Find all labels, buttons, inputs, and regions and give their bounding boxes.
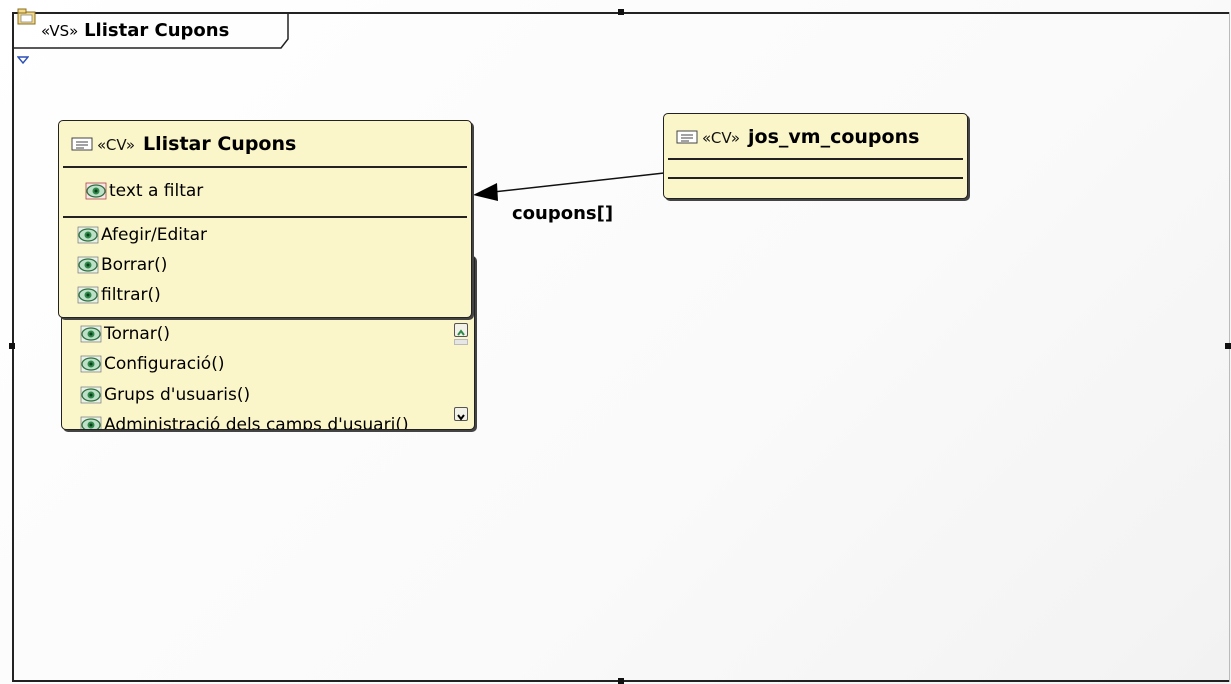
scroll-up-button[interactable] [454, 323, 468, 337]
class-stereotype: «CV» [97, 136, 136, 154]
member-eye-icon [77, 286, 99, 304]
member-eye-icon [80, 386, 102, 404]
list-item[interactable]: filtrar() [77, 285, 161, 305]
resize-handle-right[interactable] [1225, 343, 1231, 349]
attribute-eye-icon [85, 182, 107, 200]
member-eye-icon [80, 355, 102, 373]
member-eye-icon [80, 325, 102, 343]
chevron-down-icon [457, 414, 465, 421]
member-eye-icon [80, 416, 102, 429]
scrollbar-thumb[interactable] [454, 339, 468, 345]
class-stereotype: «CV» [702, 129, 741, 147]
list-item[interactable]: Configuració() [80, 354, 224, 374]
attribute-item[interactable]: text a filtar [85, 181, 203, 201]
class-header: «CV» Llistar Cupons [71, 133, 471, 155]
member-eye-icon [77, 226, 99, 244]
class-view-icon [71, 137, 93, 151]
list-item[interactable]: Grups d'usuaris() [80, 385, 250, 405]
class-llistar-cupons[interactable]: «CV» Llistar Cupons text a filtar Afegir/… [58, 120, 472, 318]
operation-label: Administració dels camps d'usuari() [104, 415, 409, 430]
list-item[interactable]: Administració dels camps d'usuari() [80, 415, 409, 430]
class-jos-vm-coupons[interactable]: «CV» jos_vm_coupons [663, 113, 968, 199]
frame-tab-shape [13, 13, 289, 49]
operation-label: Configuració() [104, 354, 225, 374]
scroll-down-button[interactable] [454, 407, 468, 421]
chevron-up-icon [457, 329, 465, 336]
divider [668, 177, 963, 179]
class-name: jos_vm_coupons [748, 126, 920, 148]
association-label: coupons[] [512, 203, 614, 224]
operation-label: Afegir/Editar [101, 225, 208, 245]
attribute-label: text a filtar [109, 181, 204, 201]
class-name: Llistar Cupons [143, 133, 297, 155]
operation-label: Tornar() [104, 324, 171, 344]
divider [668, 158, 963, 160]
operation-label: filtrar() [101, 285, 161, 305]
divider [63, 216, 467, 218]
class-view-icon [676, 130, 698, 144]
list-item[interactable]: Borrar() [77, 255, 167, 275]
resize-handle-top[interactable] [618, 9, 624, 15]
member-eye-icon [77, 256, 99, 274]
list-item[interactable]: Tornar() [80, 324, 170, 344]
package-view-icon [17, 8, 36, 25]
resize-handle-left[interactable] [9, 343, 15, 349]
list-item[interactable]: Afegir/Editar [77, 225, 207, 245]
frame-stereotype: «VS» [41, 22, 79, 40]
operation-label: Borrar() [101, 255, 168, 275]
resize-handle-bottom[interactable] [618, 678, 624, 684]
frame-name: Llistar Cupons [84, 20, 230, 41]
frame-title-tab[interactable]: «VS» Llistar Cupons [13, 13, 289, 49]
collapse-triangle-icon[interactable] [17, 56, 29, 65]
operation-label: Grups d'usuaris() [104, 385, 251, 405]
frame-title: «VS» Llistar Cupons [41, 20, 229, 41]
divider [63, 166, 467, 168]
class-header: «CV» jos_vm_coupons [676, 126, 967, 148]
